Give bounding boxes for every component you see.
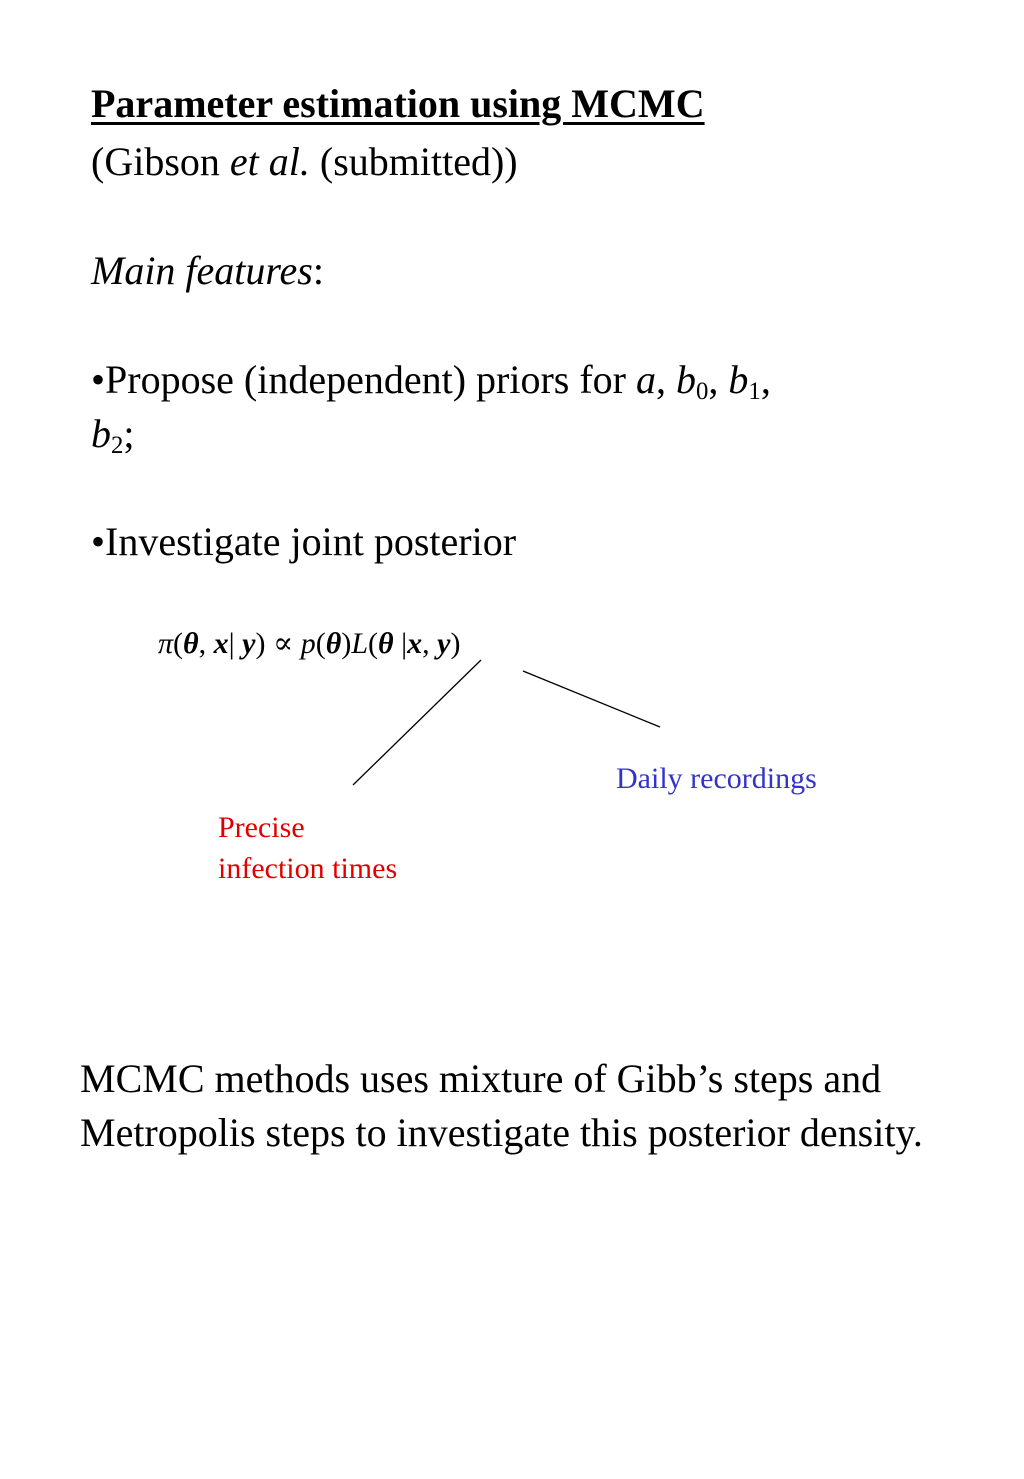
param-sep: , xyxy=(656,357,676,402)
eq-paren: ( xyxy=(368,627,379,660)
label-daily-recordings: Daily recordings xyxy=(616,762,817,795)
eq-y: y xyxy=(437,627,451,660)
param-b0: b xyxy=(676,357,696,402)
summary-text: MCMC methods uses mixture of Gibb’s step… xyxy=(80,1056,923,1155)
pointer-line-daily xyxy=(522,670,661,728)
eq-paren: ) xyxy=(341,627,352,660)
bullet-mark: • xyxy=(91,519,106,564)
param-b0-sub: 0 xyxy=(696,378,709,406)
param-semicolon: ; xyxy=(123,411,135,456)
bullet-posterior-text: Investigate joint posterior xyxy=(105,519,517,564)
eq-bar: | xyxy=(401,627,408,660)
citation-close: (submitted)) xyxy=(309,139,518,184)
label-precise-infection-times: Precise infection times xyxy=(218,807,478,889)
eq-propto: ∝ xyxy=(265,627,301,660)
features-heading: Main features: xyxy=(91,247,324,294)
param-a: a xyxy=(636,357,656,402)
param-sep: , xyxy=(708,357,729,402)
param-sep: , xyxy=(760,357,771,402)
bullet-priors-text: Propose (independent) priors for xyxy=(105,357,636,402)
pointer-line-precise xyxy=(352,659,482,786)
param-b2: b xyxy=(91,411,111,456)
eq-paren: ( xyxy=(173,627,184,660)
label-precise-line1: Precise xyxy=(218,811,305,844)
citation: (Gibson et al. (submitted)) xyxy=(91,138,518,185)
eq-paren: ) xyxy=(255,627,266,660)
bullet-posterior: •Investigate joint posterior xyxy=(91,518,516,565)
bullet-priors-continued: b2; xyxy=(91,410,135,460)
eq-comma: , xyxy=(198,627,214,660)
citation-open: (Gibson xyxy=(91,139,230,184)
param-b1-sub: 1 xyxy=(748,378,761,406)
citation-etal: et al. xyxy=(229,139,310,184)
eq-L: L xyxy=(351,627,369,660)
eq-theta: θ xyxy=(378,627,394,660)
bullet-mark: • xyxy=(91,357,106,402)
param-b1: b xyxy=(728,357,749,402)
eq-p: p xyxy=(300,627,316,660)
slide-title: Parameter estimation using MCMC xyxy=(91,81,705,126)
eq-comma: , xyxy=(422,627,438,660)
eq-x: x xyxy=(213,627,229,660)
label-precise-line2: infection times xyxy=(218,852,398,885)
features-colon: : xyxy=(312,248,324,293)
eq-theta: θ xyxy=(325,627,342,660)
features-heading-text: Main features xyxy=(91,248,313,293)
eq-paren: ( xyxy=(315,627,326,660)
param-b2-sub: 2 xyxy=(111,432,124,460)
posterior-equation: π(θ, x| y) ∝ p(θ)L(θ |x, y) xyxy=(158,626,460,661)
bullet-priors: •Propose (independent) priors for a, b0,… xyxy=(91,356,771,406)
eq-paren: ) xyxy=(450,627,461,660)
eq-bar: | xyxy=(228,627,235,660)
eq-theta: θ xyxy=(183,627,199,660)
eq-pi: π xyxy=(158,627,174,660)
eq-x: x xyxy=(407,627,423,660)
eq-y: y xyxy=(242,627,256,660)
